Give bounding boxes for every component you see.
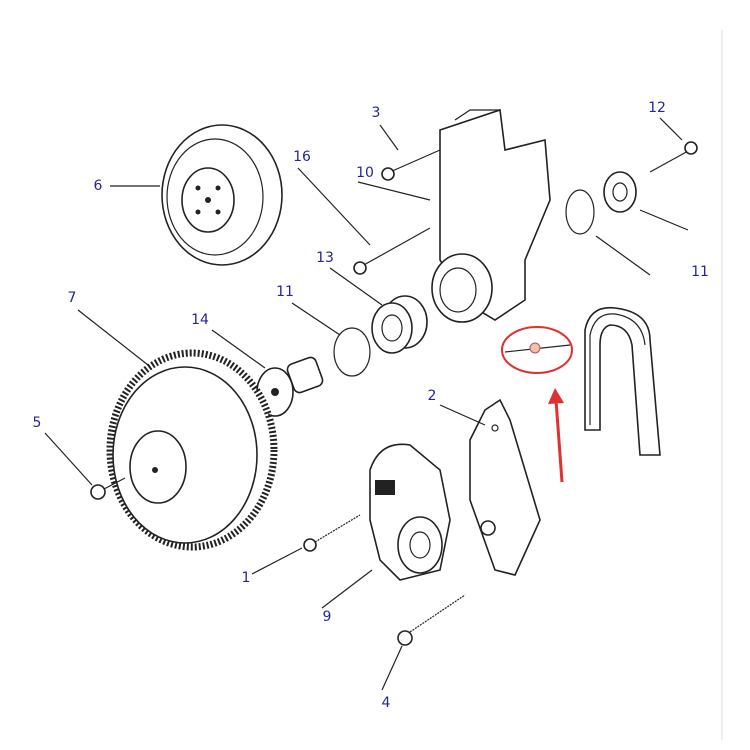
callout-3: 3 [372, 105, 381, 121]
leader-lines [44, 117, 689, 691]
callout-14: 14 [191, 312, 209, 328]
callout-6: 6 [94, 178, 103, 194]
callout-12: 12 [648, 100, 666, 116]
callout-7: 7 [68, 290, 77, 306]
bolt-3 [381, 149, 441, 181]
bolt-5 [90, 477, 126, 500]
drive-belt [584, 306, 661, 456]
bracket-2 [469, 398, 541, 576]
bolt-16 [353, 227, 431, 275]
callout-11-left: 11 [276, 284, 294, 300]
callout-13: 13 [316, 250, 334, 266]
housing-10 [431, 108, 551, 323]
snap-ring-11-left [333, 327, 371, 377]
callout-11-right: 11 [691, 264, 709, 280]
tensioner-9 [369, 443, 451, 581]
pulley-7 [106, 349, 278, 551]
bolt-4 [397, 594, 466, 646]
callout-1: 1 [242, 570, 251, 586]
callout-4: 4 [382, 695, 391, 711]
bolt-1 [303, 514, 361, 552]
callout-2: 2 [428, 388, 437, 404]
hub-14 [256, 356, 324, 417]
highlight-marker [501, 326, 573, 483]
snap-ring-11-right [565, 189, 595, 235]
callout-5: 5 [33, 415, 42, 431]
callout-9: 9 [323, 609, 332, 625]
pulley-6 [161, 124, 283, 266]
washer-right [603, 171, 637, 213]
bearing-13 [371, 295, 428, 354]
callout-16: 16 [293, 149, 311, 165]
bolt-12 [649, 141, 698, 173]
callout-10: 10 [356, 165, 374, 181]
